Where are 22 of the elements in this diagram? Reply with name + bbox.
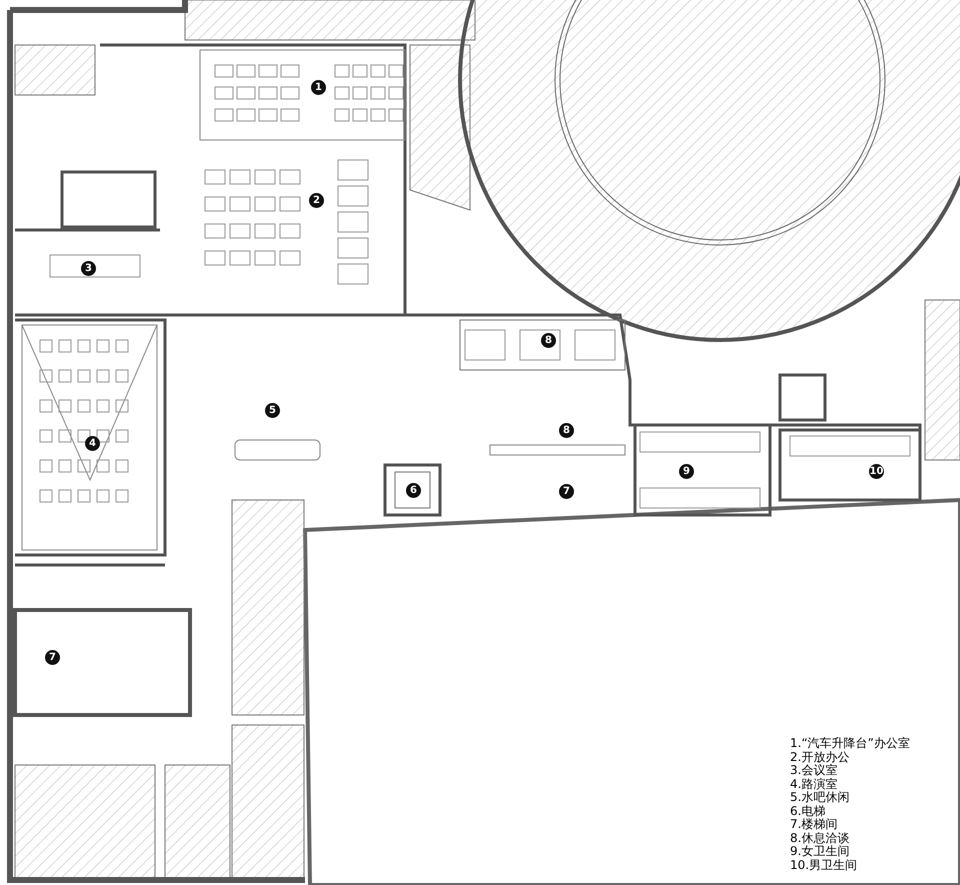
callout-number: 7 <box>45 650 60 665</box>
legend-text: 8.休息洽谈 <box>790 832 850 844</box>
legend-text: 1.“汽车升降台”办公室 <box>790 737 910 750</box>
legend-text: 7.楼梯间 <box>790 818 838 831</box>
callout-number: 5 <box>265 403 280 418</box>
callout-number: 8 <box>559 423 574 438</box>
legend-text: 4.路演室 <box>790 778 838 790</box>
callout-number: 7 <box>559 484 574 499</box>
legend-text: 2.开放办公 <box>790 750 850 764</box>
callout-number: 6 <box>406 483 421 498</box>
legend-text: 9.女卫生间 <box>790 845 850 858</box>
legend-text: 3.会议室 <box>790 764 838 777</box>
legend-text: 6.电梯 <box>790 804 826 818</box>
callout-number: 8 <box>541 333 556 348</box>
callout-number: 10 <box>869 464 884 479</box>
callout-number: 3 <box>81 261 96 276</box>
callout-number: 9 <box>679 464 694 479</box>
legend-text: 5.水吧休闲 <box>790 791 850 804</box>
legend-text: 10.男卫生间 <box>790 858 858 872</box>
callout-number: 1 <box>311 80 326 95</box>
callout-number: 2 <box>309 193 324 208</box>
callout-number: 4 <box>85 436 100 451</box>
